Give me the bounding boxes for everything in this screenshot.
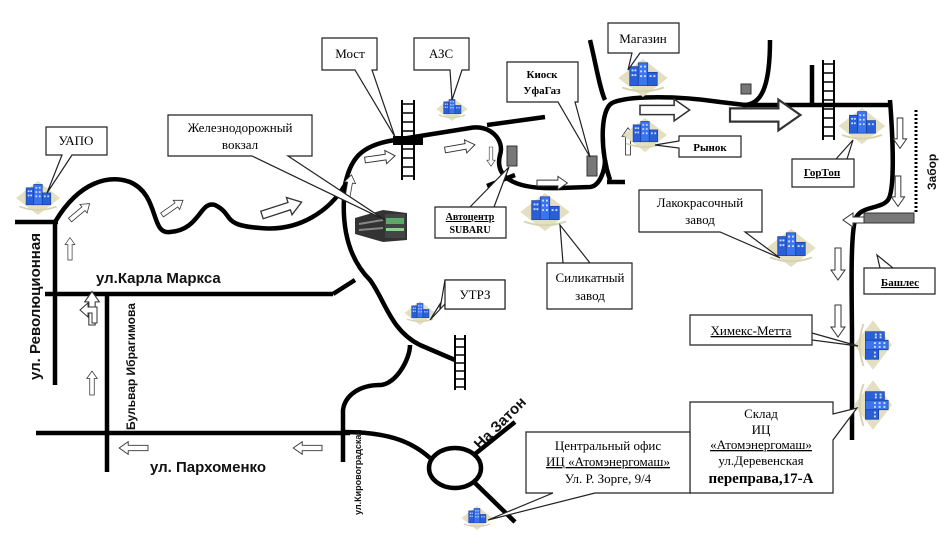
road-segment bbox=[331, 278, 357, 296]
office-line1: Центральный офис bbox=[555, 438, 662, 453]
arrow-west bbox=[292, 441, 323, 455]
label-silikat-line1: Силикатный bbox=[556, 270, 625, 285]
arrow-turn-left bbox=[79, 301, 98, 324]
callout-office: Центральный офис ИЦ «Атомэнергомаш» Ул. … bbox=[487, 431, 691, 521]
kiosk-subaru bbox=[506, 145, 518, 167]
label-rynok: Рынок bbox=[693, 142, 727, 154]
road-rynok-loop bbox=[600, 39, 773, 185]
street-label-kirovogradskaya: ул.Кировоградская bbox=[353, 429, 363, 515]
arrow-west bbox=[118, 441, 149, 455]
street-label-revolutsionnaya: ул. Революционная bbox=[27, 233, 44, 380]
street-label-parkhomenko: ул. Пархоменко bbox=[150, 459, 266, 476]
callout-magazin: Магазин bbox=[607, 22, 680, 71]
road-main-winding bbox=[53, 125, 608, 235]
kiosk-ufagaz bbox=[586, 155, 598, 177]
callout-most: Мост bbox=[321, 37, 396, 138]
building-icon-silikat bbox=[519, 192, 571, 232]
callout-khimeks: Химекс-Метта bbox=[689, 314, 859, 347]
railway-utrz bbox=[454, 335, 466, 390]
label-vokzal-line1: Железнодорожный bbox=[188, 120, 293, 135]
road-segment bbox=[486, 114, 546, 128]
road-segment bbox=[587, 39, 608, 102]
arrow-east bbox=[443, 137, 477, 158]
building-icon-khimeks bbox=[853, 319, 893, 371]
street-label-zabor: Забор bbox=[925, 154, 939, 190]
building-icon-gorton bbox=[837, 107, 887, 145]
label-most: Мост bbox=[335, 46, 365, 61]
callout-warehouse: Склад ИЦ «Атомэнергомаш» ул.Деревенская … bbox=[689, 401, 859, 494]
road-east-vertical bbox=[849, 99, 895, 440]
warehouse-line4: ул.Деревенская bbox=[718, 453, 803, 468]
road-segment bbox=[379, 344, 413, 388]
label-silikat-line2: завод bbox=[575, 288, 605, 303]
label-utrz: УТРЗ bbox=[459, 287, 490, 302]
building-icon-uapo bbox=[15, 180, 61, 216]
building-icon-warehouse bbox=[853, 379, 893, 431]
callout-silikat: Силикатный завод bbox=[546, 223, 633, 310]
callout-rynok: Рынок bbox=[654, 135, 742, 158]
callout-bashles: Башлес bbox=[863, 253, 936, 295]
callout-subaru: Автоцентр SUBARU bbox=[434, 166, 510, 239]
warehouse-line1: Склад bbox=[744, 406, 778, 421]
street-label-na-zaton: На Затон bbox=[471, 394, 530, 453]
label-gorton: ГорТоп bbox=[804, 167, 841, 179]
label-kiosk-line2: УфаГаз bbox=[523, 85, 561, 97]
label-khimeks: Химекс-Метта bbox=[711, 323, 792, 338]
arrow-down bbox=[486, 146, 496, 167]
street-label-bulvar-ibragimova: Бульвар Ибрагимова bbox=[124, 303, 138, 430]
arrow-east bbox=[639, 98, 691, 122]
callout-lakokras: Лакокрасочный завод bbox=[638, 189, 781, 259]
label-autocenter-line1: Автоцентр bbox=[446, 212, 495, 223]
street-label-karla-marksa: ул.Карла Маркса bbox=[96, 270, 221, 287]
direction-arrows bbox=[64, 98, 908, 455]
warehouse-line5: переправа,17-А bbox=[709, 471, 814, 487]
arrow-down bbox=[830, 304, 846, 338]
building-icon-magazin bbox=[617, 58, 669, 98]
arrow-ne bbox=[258, 192, 306, 225]
building-icon-utrz bbox=[403, 300, 437, 326]
railway-bridge bbox=[393, 100, 423, 180]
office-line2: ИЦ «Атомэнергомаш» bbox=[546, 454, 670, 469]
road-south bbox=[341, 184, 456, 363]
building-icon-lakokras bbox=[765, 228, 817, 268]
roundabout bbox=[426, 445, 484, 491]
callout-azs: АЗС bbox=[413, 37, 470, 101]
callout-utrz: УТРЗ bbox=[429, 279, 506, 321]
label-azs: АЗС bbox=[429, 46, 453, 61]
label-uapo: УАПО bbox=[59, 133, 94, 148]
label-vokzal-line2: вокзал bbox=[222, 137, 259, 152]
warehouse-line2: ИЦ bbox=[752, 422, 771, 437]
arrow-up bbox=[86, 370, 98, 396]
label-bashles: Башлес bbox=[881, 277, 919, 289]
bashles-building bbox=[863, 212, 915, 224]
road-to-roundabout bbox=[342, 429, 432, 460]
road-na-zaton bbox=[473, 420, 517, 456]
train-icon bbox=[355, 210, 407, 242]
arrow-down bbox=[892, 117, 908, 149]
callout-uapo: УАПО bbox=[45, 126, 108, 194]
arrow-east bbox=[363, 148, 397, 168]
label-lakokras-line2: завод bbox=[685, 212, 715, 227]
label-lakokras-line1: Лакокрасочный bbox=[657, 195, 743, 210]
label-magazin: Магазин bbox=[619, 31, 667, 46]
label-autocenter-line2: SUBARU bbox=[449, 225, 490, 236]
building-icon-office bbox=[460, 505, 494, 531]
callout-gorton: ГорТоп bbox=[791, 139, 855, 188]
arrow-ne bbox=[158, 195, 187, 220]
warehouse-line3: «Атомэнергомаш» bbox=[710, 437, 812, 452]
road-kirovogradskaya bbox=[340, 382, 381, 462]
railway-east bbox=[822, 60, 835, 140]
building-icon-azs bbox=[435, 96, 469, 122]
arrow-up bbox=[64, 237, 76, 261]
road-segment bbox=[473, 481, 517, 524]
callout-vokzal: Железнодорожный вокзал bbox=[167, 114, 386, 221]
kiosk-small bbox=[740, 83, 752, 95]
road-network bbox=[15, 39, 895, 524]
arrow-down bbox=[830, 247, 846, 281]
callout-kiosk-ufagaz: Киоск УфаГаз bbox=[506, 61, 591, 158]
label-kiosk-line1: Киоск bbox=[526, 69, 558, 81]
office-line3: Ул. Р. Зорге, 9/4 bbox=[565, 471, 652, 486]
